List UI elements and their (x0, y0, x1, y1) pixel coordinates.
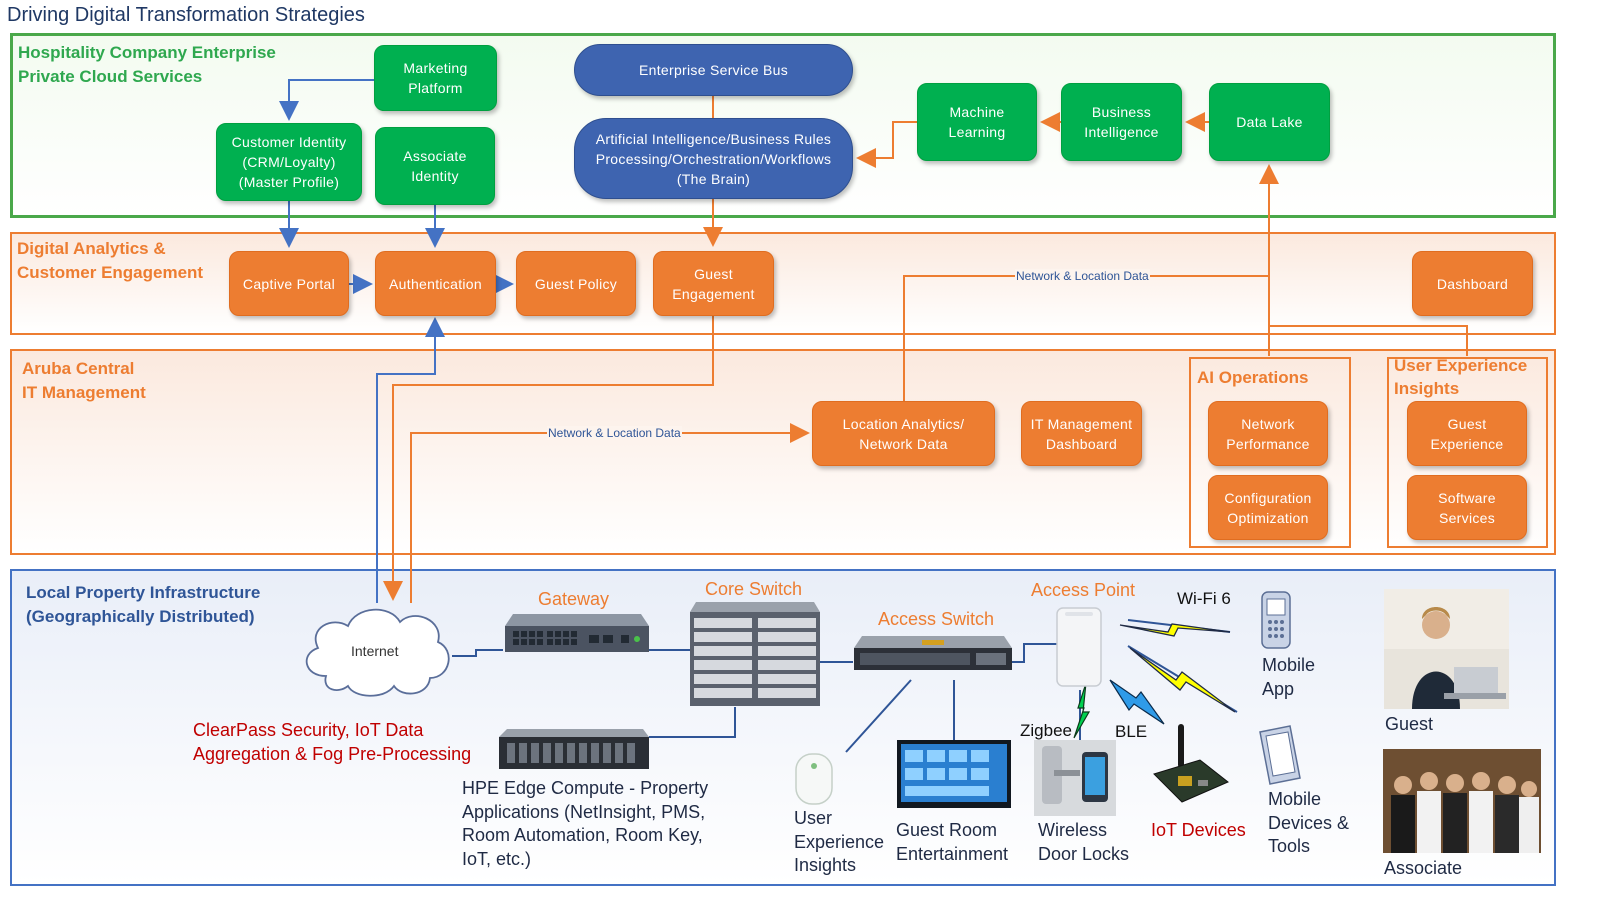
mobile-app-label: Mobile App (1262, 655, 1316, 699)
access-switch-device-icon (854, 636, 1012, 670)
mobile-phone-icon (1261, 591, 1291, 649)
guest-policy-node[interactable]: Guest Policy (516, 251, 636, 316)
wifi6-label: Wi-Fi 6 (1177, 589, 1231, 608)
captive-portal-node[interactable]: Captive Portal (229, 251, 349, 316)
core-switch-device-icon (690, 602, 820, 706)
internet-cloud-icon (305, 608, 450, 697)
ai-operations-label: AI Operations (1197, 368, 1309, 387)
section-label-local-infrastructure: Local Property Infrastructure (Geographi… (26, 583, 261, 626)
associate-photo (1383, 749, 1541, 853)
section-label-aruba-central: Aruba Central IT Management (22, 359, 146, 402)
edge-label-network-location-mid: Network & Location Data (547, 426, 682, 440)
machine-learning-node[interactable]: Machine Learning (917, 83, 1037, 161)
customer-identity-node[interactable]: Customer Identity (CRM/Loyalty) (Master … (216, 123, 362, 201)
gateway-device-icon (505, 614, 649, 652)
gateway-label: Gateway (538, 589, 610, 609)
access-point-label: Access Point (1031, 580, 1136, 600)
ble-bolt-icon (1109, 679, 1165, 725)
guest-room-label: Guest Room Entertainment (896, 820, 1009, 864)
guest-label: Guest (1385, 714, 1434, 734)
door-lock-photo (1034, 740, 1116, 816)
ai-operations-group (1189, 357, 1351, 548)
edge-label-network-location-top: Network & Location Data (1015, 269, 1150, 283)
tv-icon (897, 740, 1011, 808)
marketing-platform-node[interactable]: Marketing Platform (374, 45, 497, 111)
user-experience-insights-label: User Experience Insights (1394, 356, 1528, 398)
user-experience-insights-group (1387, 357, 1548, 548)
guest-photo (1384, 589, 1509, 709)
access-switch-label: Access Switch (878, 609, 995, 629)
wifi-bolt-2-icon (1129, 647, 1236, 713)
business-intelligence-node[interactable]: Business Intelligence (1061, 83, 1182, 161)
internet-label: Internet (351, 643, 399, 659)
iot-devices-label: IoT Devices (1151, 820, 1246, 840)
software-services-node[interactable]: Software Services (1407, 475, 1527, 540)
ux-sensor-icon (795, 753, 833, 805)
associate-identity-node[interactable]: Associate Identity (375, 127, 495, 205)
guest-engagement-node[interactable]: Guest Engagement (653, 251, 774, 316)
section-label-private-cloud: Hospitality Company Enterprise Private C… (18, 43, 276, 86)
hpe-edge-server-icon (499, 729, 649, 769)
iot-board-icon (1153, 724, 1229, 803)
hpe-edge-label: HPE Edge Compute - Property Applications… (462, 778, 709, 869)
authentication-node[interactable]: Authentication (375, 251, 496, 316)
zigbee-bolt-icon (1073, 682, 1091, 739)
clearpass-label: ClearPass Security, IoT Data Aggregation… (193, 720, 472, 764)
zigbee-label: Zigbee (1020, 721, 1072, 740)
tablet-icon (1259, 725, 1301, 785)
mobile-devices-label: Mobile Devices & Tools (1268, 789, 1350, 856)
wifi-bolt-icon (1119, 623, 1231, 637)
guest-experience-node[interactable]: Guest Experience (1407, 401, 1527, 466)
network-performance-node[interactable]: Network Performance (1208, 401, 1328, 466)
location-analytics-node[interactable]: Location Analytics/ Network Data (812, 401, 995, 466)
associate-label: Associate (1384, 858, 1463, 878)
ai-brain-node[interactable]: Artificial Intelligence/Business Rules P… (574, 118, 853, 199)
page-title: Driving Digital Transformation Strategie… (7, 4, 365, 26)
enterprise-service-bus-node[interactable]: Enterprise Service Bus (574, 44, 853, 96)
data-lake-node[interactable]: Data Lake (1209, 83, 1330, 161)
core-switch-label: Core Switch (705, 579, 803, 599)
ble-label: BLE (1115, 722, 1148, 741)
ux-insights-device-label: User Experience Insights (794, 808, 885, 875)
dashboard-node[interactable]: Dashboard (1412, 251, 1533, 316)
configuration-optimization-node[interactable]: Configuration Optimization (1208, 475, 1328, 540)
it-management-dashboard-node[interactable]: IT Management Dashboard (1021, 401, 1142, 466)
section-label-digital-analytics: Digital Analytics & Customer Engagement (17, 239, 204, 282)
door-locks-label: Wireless Door Locks (1038, 820, 1130, 864)
access-point-device-icon (1056, 607, 1102, 687)
